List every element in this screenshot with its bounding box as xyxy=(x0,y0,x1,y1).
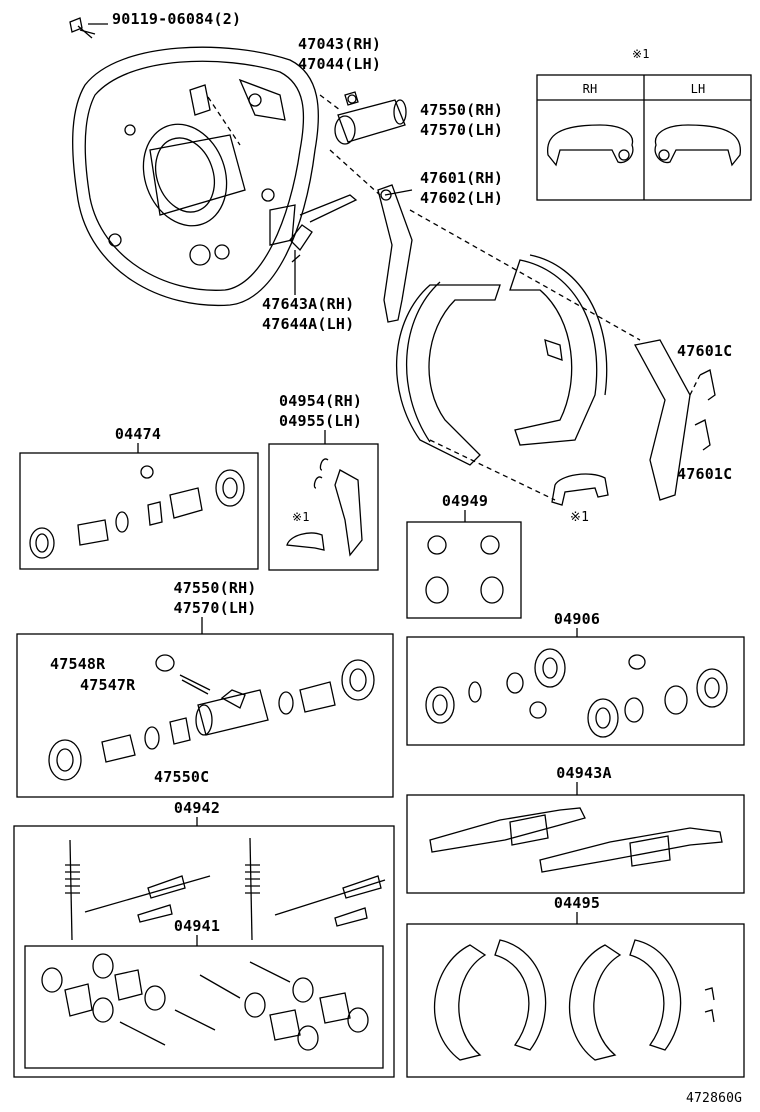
kit-04942-drawing xyxy=(13,825,395,1078)
label-kit-04943A[interactable]: 04943A xyxy=(556,764,612,782)
label-kit-04955-lh[interactable]: 04955(LH) xyxy=(279,412,363,430)
label-kit-04474[interactable]: 04474 xyxy=(114,425,162,443)
label-bleeder[interactable]: 47547R xyxy=(80,676,136,694)
label-lever-lh[interactable]: 47602(LH) xyxy=(420,189,504,207)
label-note-mark-shoe: ※1 xyxy=(570,510,590,525)
guide-lines xyxy=(207,94,701,501)
kit-04474-drawing xyxy=(19,452,259,570)
diagram-code: 472860G xyxy=(686,1091,743,1106)
kit-04943A-drawing xyxy=(406,794,745,894)
label-bleeder-cap[interactable]: 47548R xyxy=(50,655,106,673)
backing-plate-drawing xyxy=(69,17,319,307)
parking-lever-drawing xyxy=(289,184,413,323)
label-clip-1[interactable]: 47601C xyxy=(677,342,733,360)
wheel-cylinder-top-drawing xyxy=(334,91,407,145)
label-kit-04906[interactable]: 04906 xyxy=(553,610,601,628)
label-kit-04949[interactable]: 04949 xyxy=(441,492,489,510)
label-plate-lh[interactable]: 47044(LH) xyxy=(298,55,382,73)
label-kit-04942[interactable]: 04942 xyxy=(173,799,221,817)
kit-04954-drawing xyxy=(268,443,379,571)
label-strut-rh[interactable]: 47643A(RH) xyxy=(262,295,355,313)
label-note-mark-kit: ※1 xyxy=(292,510,310,524)
label-cyl-rh[interactable]: 47550(RH) xyxy=(173,579,257,597)
label-cyl-top-lh[interactable]: 47570(LH) xyxy=(420,121,504,139)
label-plate-rh[interactable]: 47043(RH) xyxy=(298,35,382,53)
brake-shoes-drawing xyxy=(395,254,716,506)
label-kit-04495[interactable]: 04495 xyxy=(553,894,601,912)
kit-04495-drawing xyxy=(406,923,745,1078)
note-table-mark: ※1 xyxy=(632,47,650,61)
label-bolt[interactable]: 90119-06084(2) xyxy=(112,10,242,28)
label-clip-2[interactable]: 47601C xyxy=(677,465,733,483)
label-cyl-lh[interactable]: 47570(LH) xyxy=(173,599,257,617)
label-strut-lh[interactable]: 47644A(LH) xyxy=(262,315,355,333)
kit-04941-drawing xyxy=(41,953,369,1051)
leader-lines xyxy=(88,23,578,946)
label-kit-04941[interactable]: 04941 xyxy=(173,917,221,935)
kit-04949-drawing xyxy=(406,521,522,619)
label-lever-rh[interactable]: 47601(RH) xyxy=(420,169,504,187)
note-table-rh: RH xyxy=(582,82,598,96)
label-cyl-top-rh[interactable]: 47550(RH) xyxy=(420,101,504,119)
note-table-lh: LH xyxy=(690,82,706,96)
cylinder-assembly-drawing xyxy=(16,633,394,798)
label-spring-cyl[interactable]: 47550C xyxy=(154,768,210,786)
note-table xyxy=(536,74,752,201)
label-kit-04954-rh[interactable]: 04954(RH) xyxy=(279,392,363,410)
kit-04906-drawing xyxy=(406,636,745,746)
